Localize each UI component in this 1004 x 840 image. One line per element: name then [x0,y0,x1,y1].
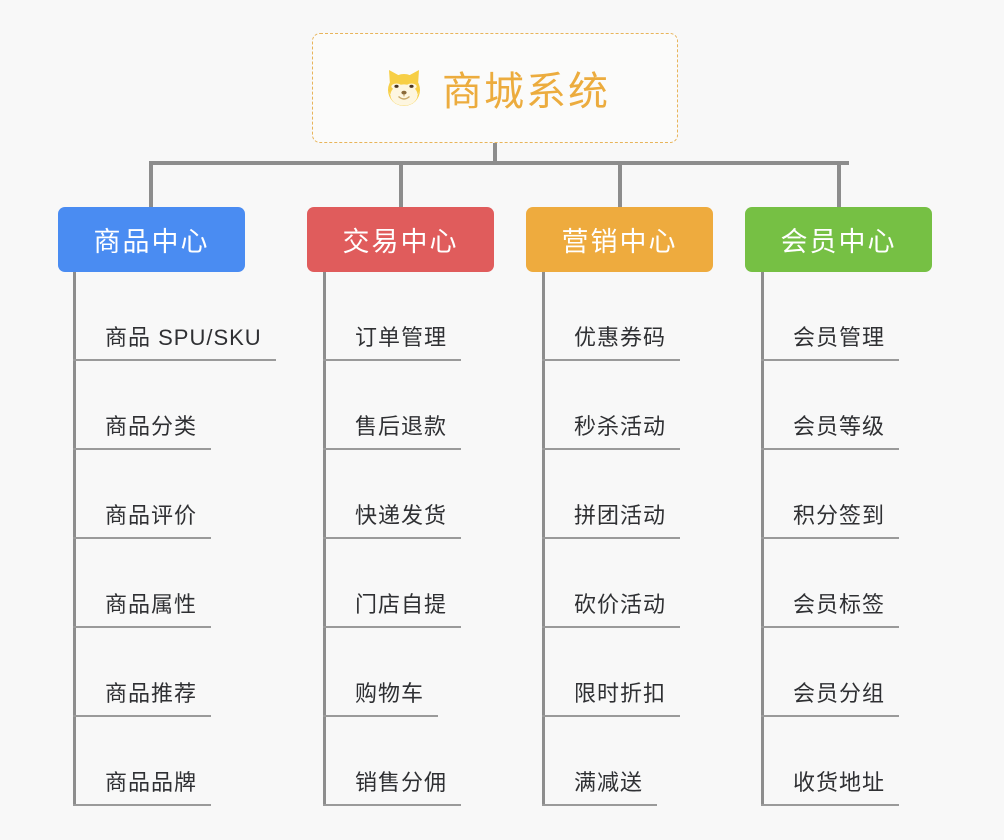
leaf-item[interactable]: 商品品牌 [73,717,212,806]
connector-horizontal-bus [149,161,849,165]
leaf-item-underline: 拼团活动 [542,498,681,539]
leaf-trunk [542,272,545,806]
leaf-item-label: 会员分组 [793,681,886,706]
leaf-item-label: 商品品牌 [105,770,198,795]
leaf-item[interactable]: 订单管理 [323,272,462,361]
leaf-item-underline: 售后退款 [323,409,462,450]
leaf-item[interactable]: 商品分类 [73,361,212,450]
leaf-item-label: 商品 SPU/SKU [105,325,262,350]
leaf-item-label: 购物车 [355,681,425,706]
leaf-item[interactable]: 商品推荐 [73,628,212,717]
leaf-item-label: 会员等级 [793,414,886,439]
leaf-item-underline: 商品分类 [73,409,212,450]
leaf-item-underline: 商品属性 [73,587,212,628]
leaf-item-label: 优惠券码 [574,325,667,350]
leaf-item-label: 商品分类 [105,414,198,439]
leaf-item[interactable]: 购物车 [323,628,439,717]
category-header-1[interactable]: 商品中心 [58,207,245,272]
leaf-item[interactable]: 售后退款 [323,361,462,450]
leaf-item-underline: 秒杀活动 [542,409,681,450]
leaf-item[interactable]: 销售分佣 [323,717,462,806]
leaf-item[interactable]: 快递发货 [323,450,462,539]
leaf-item[interactable]: 砍价活动 [542,539,681,628]
category-header-label: 交易中心 [342,227,459,257]
leaf-item[interactable]: 会员管理 [761,272,900,361]
leaf-item[interactable]: 限时折扣 [542,628,681,717]
category-header-label: 营销中心 [561,227,678,257]
leaf-item-underline: 满减送 [542,765,658,806]
leaf-item-label: 满减送 [574,770,644,795]
category-header-label: 商品中心 [93,227,210,257]
leaf-item-underline: 积分签到 [761,498,900,539]
leaf-trunk [761,272,764,806]
leaf-trunk [73,272,76,806]
category-header-4[interactable]: 会员中心 [745,207,932,272]
leaf-item[interactable]: 收货地址 [761,717,900,806]
leaf-item-underline: 商品推荐 [73,676,212,717]
leaf-item-label: 收货地址 [793,770,886,795]
leaf-item-label: 售后退款 [355,414,448,439]
leaf-item[interactable]: 门店自提 [323,539,462,628]
leaf-item-underline: 限时折扣 [542,676,681,717]
leaf-item-underline: 商品评价 [73,498,212,539]
leaf-item-underline: 购物车 [323,676,439,717]
leaf-item-underline: 砍价活动 [542,587,681,628]
leaf-item-label: 会员管理 [793,325,886,350]
leaf-item-underline: 收货地址 [761,765,900,806]
category-header-2[interactable]: 交易中心 [307,207,494,272]
connector-root-stem [493,143,497,163]
leaf-item[interactable]: 商品评价 [73,450,212,539]
leaf-item-underline: 订单管理 [323,320,462,361]
leaf-item-label: 门店自提 [355,592,448,617]
leaf-item-underline: 商品品牌 [73,765,212,806]
category-header-3[interactable]: 营销中心 [526,207,713,272]
leaf-item-label: 订单管理 [355,325,448,350]
leaf-item-label: 会员标签 [793,592,886,617]
leaf-item-underline: 商品 SPU/SKU [73,320,276,361]
leaf-item[interactable]: 商品 SPU/SKU [73,272,276,361]
leaf-item-label: 砍价活动 [574,592,667,617]
leaf-item[interactable]: 商品属性 [73,539,212,628]
leaf-item[interactable]: 优惠券码 [542,272,681,361]
connector-drop-3 [618,161,622,207]
leaf-item-underline: 优惠券码 [542,320,681,361]
leaf-item[interactable]: 秒杀活动 [542,361,681,450]
leaf-item-label: 拼团活动 [574,503,667,528]
leaf-item-underline: 会员分组 [761,676,900,717]
leaf-item-label: 销售分佣 [355,770,448,795]
leaf-item[interactable]: 拼团活动 [542,450,681,539]
leaf-item[interactable]: 会员等级 [761,361,900,450]
root-title: 商城系统 [442,70,610,114]
leaf-item-underline: 会员等级 [761,409,900,450]
leaf-item-label: 积分签到 [793,503,886,528]
leaf-item-label: 商品推荐 [105,681,198,706]
root-node[interactable]: 商城系统 [312,33,678,143]
shiba-dog-face-icon [380,64,428,112]
category-header-label: 会员中心 [780,227,897,257]
leaf-item[interactable]: 会员标签 [761,539,900,628]
leaf-item-underline: 会员管理 [761,320,900,361]
connector-drop-1 [149,161,153,207]
leaf-item-underline: 销售分佣 [323,765,462,806]
leaf-item[interactable]: 会员分组 [761,628,900,717]
leaf-item-underline: 会员标签 [761,587,900,628]
leaf-item-label: 秒杀活动 [574,414,667,439]
leaf-item[interactable]: 积分签到 [761,450,900,539]
leaf-trunk [323,272,326,806]
connector-drop-4 [837,161,841,207]
leaf-item-underline: 快递发货 [323,498,462,539]
leaf-item-label: 限时折扣 [574,681,667,706]
leaf-item-label: 商品评价 [105,503,198,528]
leaf-item[interactable]: 满减送 [542,717,658,806]
leaf-item-underline: 门店自提 [323,587,462,628]
connector-drop-2 [399,161,403,207]
leaf-item-label: 商品属性 [105,592,198,617]
leaf-item-label: 快递发货 [355,503,448,528]
